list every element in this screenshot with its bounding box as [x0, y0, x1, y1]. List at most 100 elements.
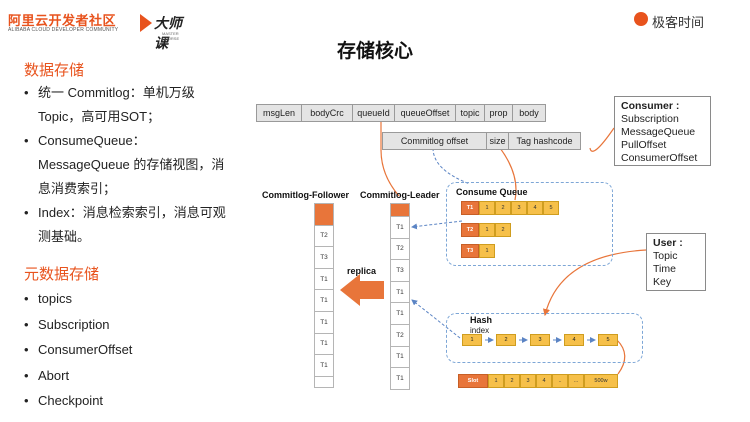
slot-row: Slot 1 2 3 4 .. ... 500w	[458, 374, 618, 388]
leader-cell: T1	[390, 302, 410, 325]
consume-queue-panel	[446, 182, 613, 266]
consume-queue-label: Consume Queue	[456, 187, 528, 197]
aliyun-logo: 阿里云开发者社区	[8, 13, 117, 28]
field-cell: queueOffset	[394, 104, 456, 122]
index-label: index	[470, 326, 490, 335]
cq-entry-fields-row: Commitlog offset size Tag hashcode	[382, 132, 581, 150]
consumer-line: Subscription	[621, 113, 679, 125]
consumer-line: MessageQueue	[621, 126, 696, 138]
field-cell: topic	[455, 104, 485, 122]
queue-row-t2: T2 1 2	[461, 223, 511, 237]
size-connector	[499, 147, 517, 201]
user-connector	[542, 249, 647, 317]
queue-row-t1: T1 1 2 3 4 5	[461, 201, 559, 215]
hash-cell: 1	[462, 334, 482, 346]
leader-cell: T1	[390, 216, 410, 239]
list-item: •Subscription	[24, 316, 110, 332]
slot-cell: 1	[488, 374, 504, 388]
list-item-continuation: 测基础。	[38, 229, 91, 244]
hash-index-panel	[446, 313, 643, 363]
dashike-logo-subtitle: MASTER COURSE	[162, 31, 180, 41]
field-cell: queueId	[352, 104, 395, 122]
list-item: •统一 Commitlog：单机万级	[24, 85, 195, 100]
message-fields-row: msgLen bodyCrc queueId queueOffset topic…	[256, 104, 546, 122]
consumer-line: PullOffset	[621, 139, 667, 151]
queue-cell: 1	[479, 223, 495, 237]
queue-row-t3: T3 1	[461, 244, 495, 258]
slot-label: Slot	[458, 374, 488, 388]
queue-cell: 3	[511, 201, 527, 215]
field-cell: body	[512, 104, 546, 122]
page-title: 存储核心	[336, 41, 413, 62]
hash-cell: 5	[598, 334, 618, 346]
list-item-continuation: 息消费索引；	[38, 181, 117, 196]
user-line: Time	[653, 263, 676, 275]
metadata-storage-list: •topics •Subscription •ConsumerOffset •A…	[24, 286, 132, 414]
list-item: •Abort	[24, 367, 70, 383]
queue-cell: 1	[479, 201, 495, 215]
queue-cell: 5	[543, 201, 559, 215]
queue-name: T3	[461, 244, 479, 258]
geekbang-mark-icon	[634, 12, 648, 26]
queueid-connector	[380, 116, 400, 197]
queue-cell: 2	[495, 223, 511, 237]
consumer-connector	[589, 127, 615, 152]
leader-cell: T1	[390, 280, 410, 304]
section-data-storage: 数据存储	[24, 62, 85, 79]
slot-cell: 3	[520, 374, 536, 388]
data-storage-list: •统一 Commitlog：单机万级 Topic，高可用SOT； •Consum…	[24, 81, 226, 249]
leader-cell: T2	[390, 323, 410, 347]
consumer-line: ConsumerOffset	[621, 152, 698, 164]
queue-cell: 4	[527, 201, 543, 215]
user-title: User :	[653, 237, 683, 249]
follower-cell: T1	[314, 354, 334, 377]
follower-cell: T1	[314, 310, 334, 334]
list-item: •topics	[24, 291, 72, 306]
hash-cell: 3	[530, 334, 550, 346]
queue-name: T2	[461, 223, 479, 237]
leader-cell: T1	[390, 367, 410, 390]
slot-cell: ...	[568, 374, 584, 388]
hash-label: Hash	[470, 315, 493, 325]
list-item: •Index：消息检索索引，消息可观	[24, 205, 226, 220]
follower-cell: T1	[314, 267, 334, 291]
field-cell: prop	[484, 104, 513, 122]
section-metadata-storage: 元数据存储	[24, 266, 100, 283]
list-item: •ConsumeQueue：	[24, 133, 146, 148]
follower-cell-tail	[314, 375, 334, 388]
field-cell: Tag hashcode	[508, 132, 581, 150]
slot-cell: ..	[552, 374, 568, 388]
follower-cell	[314, 203, 334, 226]
commitlog-leader-column: T1 T2 T3 T1 T1 T2 T1 T1	[390, 203, 410, 390]
follower-label: Commitlog-Follower	[262, 190, 349, 200]
geekbang-logo: 极客时间	[634, 12, 704, 31]
hash-cell: 2	[496, 334, 516, 346]
field-cell: Commitlog offset	[382, 132, 487, 150]
follower-cell: T2	[314, 224, 334, 248]
field-cell: bodyCrc	[301, 104, 353, 122]
user-line: Key	[653, 276, 672, 288]
commitlog-follower-column: T2 T3 T1 T1 T1 T1 T1	[314, 203, 334, 388]
follower-cell: T1	[314, 332, 334, 356]
user-info-box: User : Topic Time Key	[646, 233, 706, 291]
aliyun-logo-subtitle: ALIBABA CLOUD DEVELOPER COMMUNITY	[8, 27, 119, 33]
dashike-mark-icon	[140, 14, 152, 32]
leader-cell: T3	[390, 259, 410, 282]
user-line: Topic	[653, 250, 678, 262]
dashike-logo-text: 大师课	[154, 15, 182, 51]
replica-label: replica	[347, 266, 377, 276]
queue-cell: 1	[479, 244, 495, 258]
consumer-title: Consumer :	[621, 100, 680, 112]
leader-head-cell	[390, 203, 410, 217]
hash-to-slot-connector	[616, 339, 626, 375]
leader-cell: T2	[390, 237, 410, 261]
dashike-logo: 大师课 MASTER COURSE	[140, 12, 188, 51]
field-cell: msgLen	[256, 104, 302, 122]
cq-link-connector	[432, 147, 471, 185]
list-item-continuation: MessageQueue 的存储视图，消	[38, 157, 225, 172]
slot-cell: 4	[536, 374, 552, 388]
replica-arrow-icon	[340, 274, 384, 306]
leader-label: Commitlog-Leader	[360, 190, 440, 200]
hash-cell: 4	[564, 334, 584, 346]
